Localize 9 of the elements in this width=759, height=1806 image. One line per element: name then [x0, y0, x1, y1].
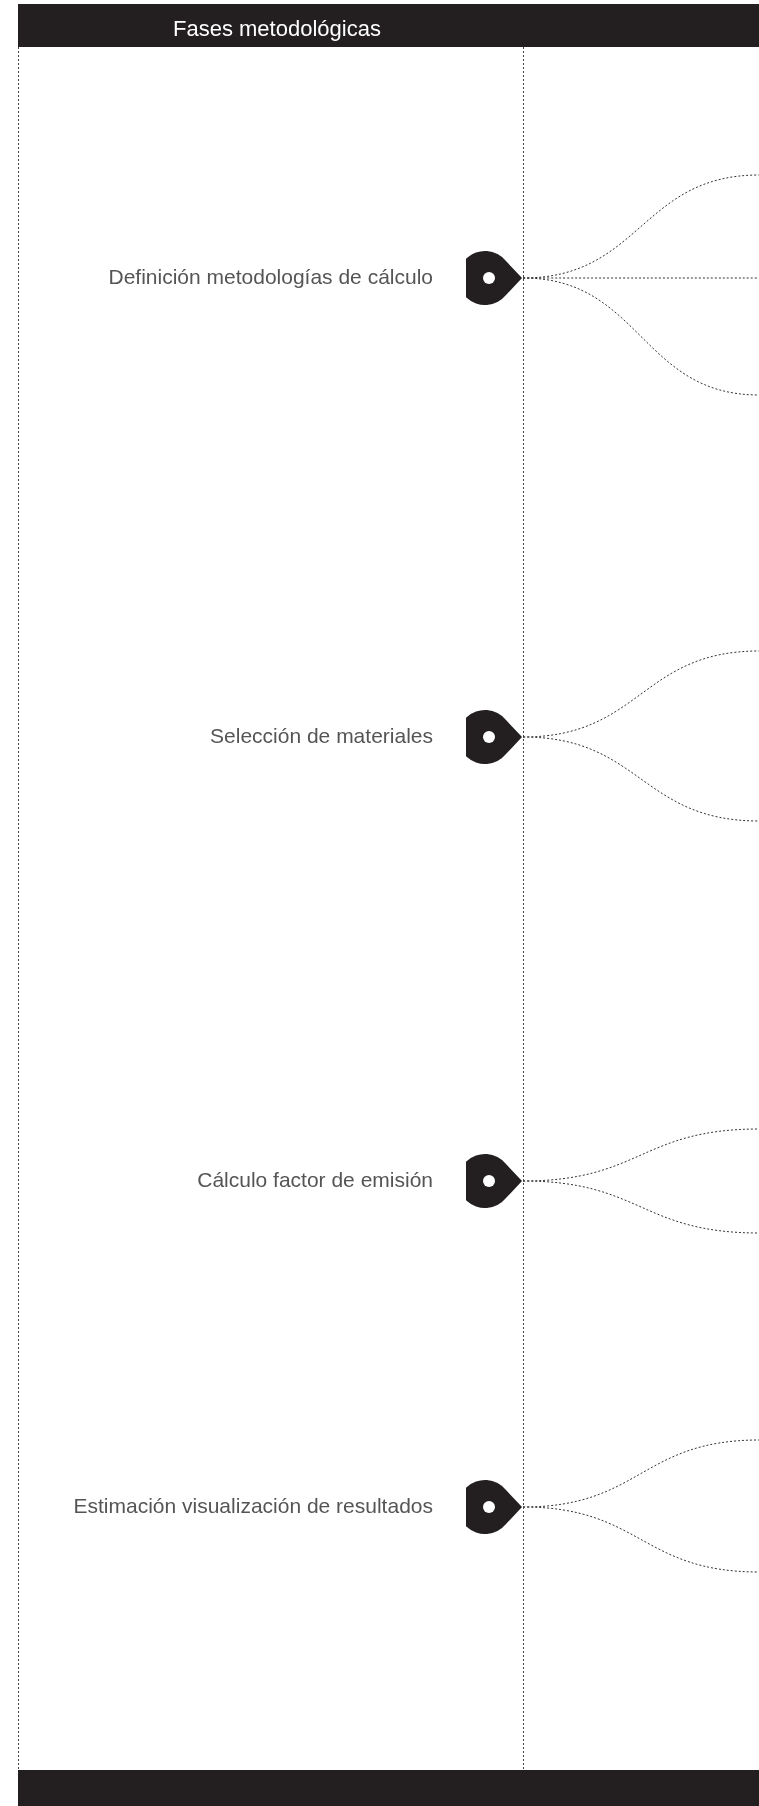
connector-line — [522, 277, 759, 396]
column-heading: Fases metodológicas — [173, 16, 381, 42]
connector-line — [522, 1180, 759, 1234]
connector-line — [522, 736, 759, 822]
phase-label: Definición metodologías de cálculo — [108, 265, 433, 289]
phase-label: Selección de materiales — [210, 724, 433, 748]
connector-line — [522, 1506, 759, 1573]
phase-label: Cálculo factor de emisión — [197, 1168, 433, 1192]
phase-label: Estimación visualización de resultados — [73, 1494, 433, 1518]
